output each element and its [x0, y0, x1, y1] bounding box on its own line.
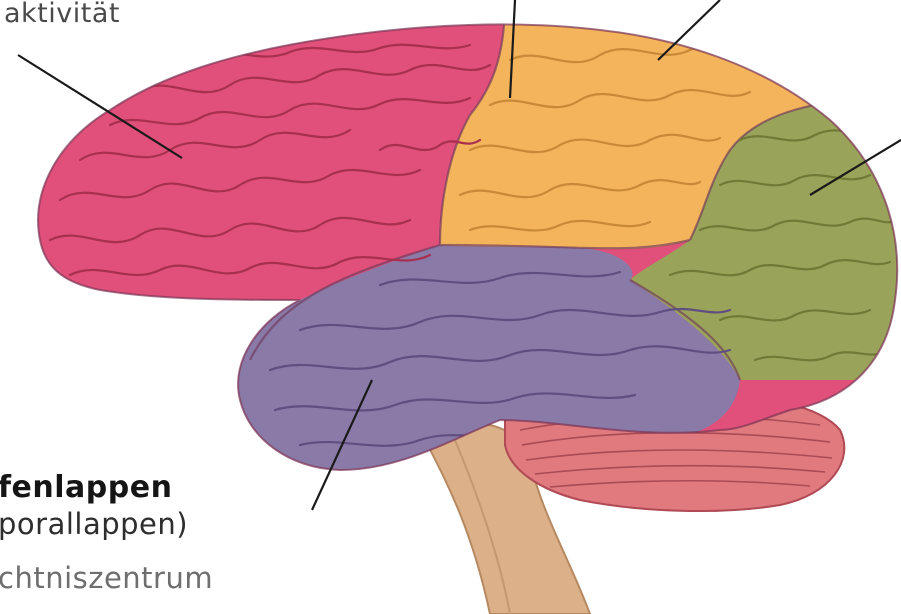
temporal-lobe-title-label: fenlappen: [0, 470, 172, 505]
temporal-lobe-latin-label: porallappen): [0, 507, 188, 541]
frontal-lobe-activity-label: aktivität: [4, 0, 120, 29]
memory-center-label: chtniszentrum: [0, 561, 213, 595]
